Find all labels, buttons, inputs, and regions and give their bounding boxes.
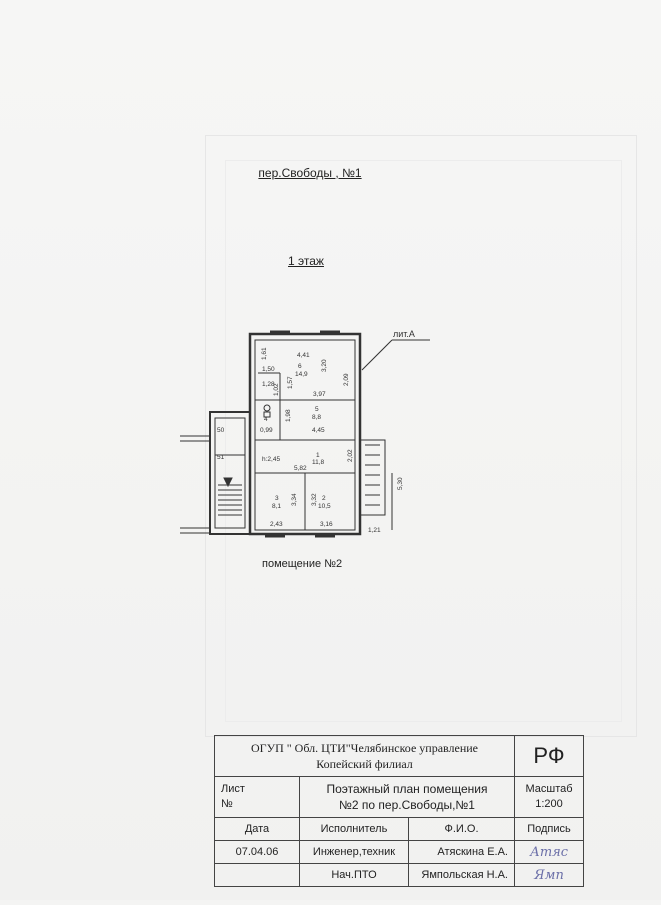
dim-text: 1,61: [261, 347, 268, 360]
address-title: пер.Свободы , №1: [258, 166, 362, 180]
rf-mark: РФ: [514, 735, 584, 777]
dim-text: h:2,45: [262, 456, 280, 463]
scale-value: 1:200: [535, 798, 563, 810]
title-block: ОГУП " Обл. ЦТИ"Челябинское управление К…: [214, 735, 584, 905]
scale-label: Масштаб: [525, 783, 573, 795]
dim-text: 2,09: [343, 373, 350, 386]
premise-caption: помещение №2: [262, 558, 343, 570]
signature-mark: Атяс: [529, 844, 569, 860]
doc-title-1: Поэтажный план помещения: [326, 782, 488, 796]
signature-mark: Ямп: [534, 867, 564, 883]
dim-text: 5,82: [294, 465, 307, 472]
sheet-label: Лист: [221, 783, 245, 795]
fio-2: Ямпольская Н.А.: [408, 863, 515, 887]
room-number: 1: [316, 452, 320, 459]
org-line-2: Копейский филиал: [316, 757, 413, 771]
col-sign: Подпись: [514, 817, 584, 841]
stair-number: 50: [217, 427, 225, 434]
room-area: 11,8: [312, 459, 325, 466]
lit-label: лит.А: [393, 329, 415, 339]
org-cell: ОГУП " Обл. ЦТИ"Челябинское управление К…: [214, 735, 515, 777]
executor-1: Инженер,техник: [299, 840, 409, 864]
dim-text: 4,45: [312, 427, 325, 434]
floor-title: 1 этаж: [288, 254, 324, 268]
ghost-frame-inner: [225, 160, 622, 722]
org-line-1: ОГУП " Обл. ЦТИ"Челябинское управление: [250, 741, 479, 755]
room-area: 8,8: [312, 414, 321, 421]
signature-1: Атяс: [514, 840, 584, 864]
stair-number: 51: [217, 454, 225, 461]
room-number: 5: [315, 406, 319, 413]
room-number: 2: [322, 495, 326, 502]
dim-text: 5,30: [397, 477, 404, 490]
dim-text: 3,16: [320, 521, 333, 528]
dim-text: 2,02: [347, 449, 354, 462]
dim-text: 1,98: [285, 409, 292, 422]
col-date: Дата: [214, 817, 300, 841]
room-area: 8,1: [272, 503, 281, 510]
dim-text: 3,34: [291, 493, 298, 506]
dim-text: 3,32: [311, 493, 318, 506]
room-number: 3: [275, 495, 279, 502]
dim-text: 3,20: [321, 359, 328, 372]
doc-title-2: №2 по пер.Свободы,№1: [339, 798, 475, 812]
dim-text: 3,97: [313, 391, 326, 398]
room-number: 4: [264, 416, 268, 423]
col-fio: Ф.И.О.: [408, 817, 515, 841]
dim-text: 0,99: [260, 427, 273, 434]
signature-2: Ямп: [514, 863, 584, 887]
dim-text: 1,57: [287, 376, 294, 389]
floor-plan: 4,41 1,61 1,50 3,20 2,09 1,28 1,57 1,02 …: [180, 329, 430, 538]
fio-1: Атяскина Е.А.: [408, 840, 515, 864]
dim-text: 1,21: [368, 527, 381, 534]
room-area: 14,9: [295, 371, 308, 378]
room-area: 10,5: [318, 503, 331, 510]
sheet-number: №: [221, 798, 233, 810]
col-executor: Исполнитель: [299, 817, 409, 841]
dim-text: 1,02: [273, 383, 280, 396]
dim-text: 1,28: [262, 381, 275, 388]
room-number: 6: [298, 363, 302, 370]
date-empty: [214, 863, 300, 887]
dim-text: 4,41: [297, 352, 310, 359]
scale-cell: Масштаб 1:200: [514, 776, 584, 818]
dim-text: 2,43: [270, 521, 283, 528]
dim-text: 1,50: [262, 366, 275, 373]
date-value: 07.04.06: [214, 840, 300, 864]
doc-title-cell: Поэтажный план помещения №2 по пер.Свобо…: [299, 776, 515, 818]
executor-2: Нач.ПТО: [299, 863, 409, 887]
sheet-cell: Лист №: [214, 776, 300, 818]
